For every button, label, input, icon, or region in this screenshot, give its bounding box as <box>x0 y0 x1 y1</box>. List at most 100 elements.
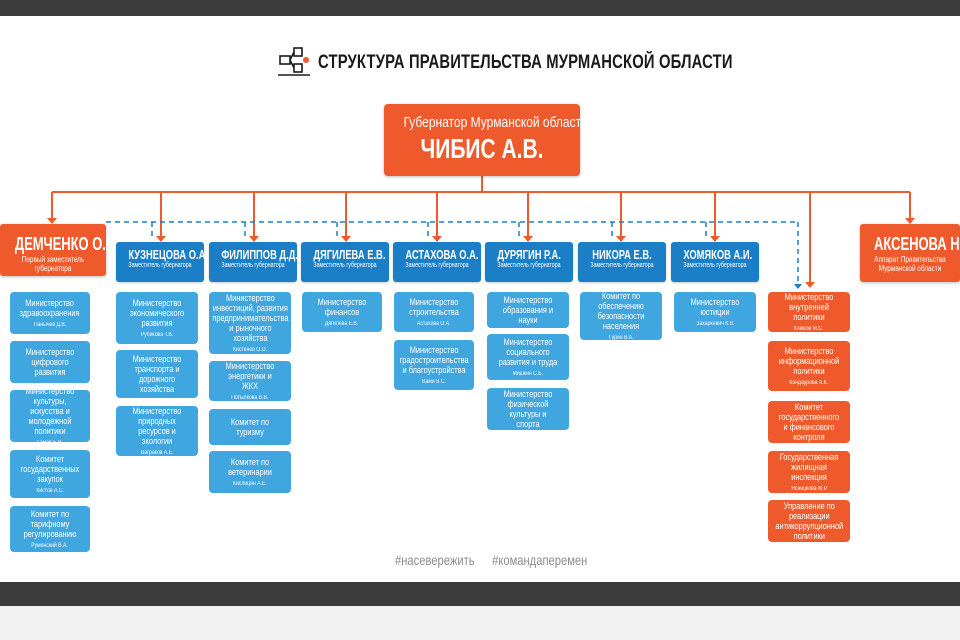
governor-box: Губернатор Мурманской области ЧИБИС А.В. <box>384 104 588 176</box>
unit-head: Вами В.С. <box>422 378 446 385</box>
deputy-name: ХОМЯКОВ А.И. <box>683 247 753 262</box>
hashtag: #насевережить <box>395 552 475 568</box>
unit-box: Министерство социального развития и труд… <box>487 334 569 380</box>
apparatus-head-box: АКСЕНОВА Н.А. Аппарат Правительства Мурм… <box>860 224 960 282</box>
unit-head: Кондаурова А.К. <box>789 379 829 386</box>
deputy-name: НИКОРА Е.В. <box>592 247 652 262</box>
unit-title: Министерство физической культуры и спорт… <box>503 389 553 429</box>
deputy-box: АСТАХОВА О.А. Заместитель губернатора <box>393 242 481 282</box>
unit-title: Министерство цифрового развития <box>25 347 75 377</box>
unit-head: Мишкин С.Б. <box>512 370 544 377</box>
deputy-box: ФИЛИППОВ Д.Д. Заместитель губернатора <box>209 242 298 282</box>
unit-head: Руменский В.А. <box>31 542 69 549</box>
unit-box: Комитет государственных закупок Кистов А… <box>10 450 90 498</box>
deputy-position: Заместитель губернатора <box>128 262 192 269</box>
unit-title: Комитет по туризму <box>230 417 270 437</box>
unit-box: Министерство образования и науки <box>487 292 569 328</box>
unit-box: Комитет государственного и финансового к… <box>768 401 850 443</box>
page-title: СТРУКТУРА ПРАВИТЕЛЬСТВА МУРМАНСКОЙ ОБЛАС… <box>318 52 733 73</box>
unit-head: Клюков М.С. <box>794 325 824 332</box>
deputy-box: НИКОРА Е.В. Заместитель губернатора <box>578 242 666 282</box>
hashtags: #насевережить #командаперемен <box>395 552 602 568</box>
unit-box: Министерство культуры, искусства и молод… <box>10 386 90 446</box>
unit-box: Министерство энергетики и ЖКХ Потылкова … <box>209 361 291 401</box>
deputy-position: Заместитель губернатора <box>221 262 285 269</box>
deputy-position: Заместитель губернатора <box>313 262 377 269</box>
unit-box: Комитет по туризму <box>209 409 291 445</box>
first-deputy-name: ДЕМЧЕНКО О.Н. <box>14 234 119 254</box>
unit-head: Кислицин А.Е. <box>233 480 267 487</box>
unit-title: Министерство градостроительства и благоу… <box>399 344 469 375</box>
emblem-icon <box>278 47 310 76</box>
deputy-name: КУЗНЕЦОВА О.А. <box>128 247 208 262</box>
unit-box: Министерство физической культуры и спорт… <box>487 388 569 430</box>
unit-title: Министерство юстиции <box>690 296 740 317</box>
top-frame-bar <box>0 0 960 16</box>
unit-box: Министерство природных ресурсов и эколог… <box>116 406 198 456</box>
hashtag: #командаперемен <box>492 552 588 568</box>
unit-head: Кистов А.С. <box>36 487 64 494</box>
unit-box: Министерство экономического развития Руп… <box>116 292 198 344</box>
unit-box: Комитет по ветеринарии Кислицин А.Е. <box>209 451 291 493</box>
unit-head: Потылкова В.В. <box>231 394 269 401</box>
unit-box: Министерство инвестиций, развития предпр… <box>209 292 291 354</box>
unit-box: Министерство здравоохранения Панычев Д.В… <box>10 292 90 334</box>
unit-title: Комитет государственных закупок <box>20 453 80 484</box>
unit-box: Министерство финансов Дягилева Е.В. <box>302 292 382 332</box>
unit-title: Министерство здравоохранения <box>20 297 80 318</box>
unit-box: Министерство цифрового развития <box>10 341 90 383</box>
unit-title: Министерство внутренней политики <box>784 291 834 322</box>
deputy-name: ДУРЯГИН Р.А. <box>497 247 561 262</box>
bottom-strip <box>0 606 960 640</box>
unit-title: Министерство транспорта и дорожного хозя… <box>132 354 182 394</box>
unit-title: Министерство финансов <box>317 296 367 317</box>
unit-title: Комитет государственного и финансового к… <box>778 402 840 442</box>
deputy-box: ДЯГИЛЕВА Е.В. Заместитель губернатора <box>301 242 389 282</box>
unit-title: Управление по реализации антикоррупционн… <box>775 501 843 541</box>
first-deputy-position: Первый заместитель губернатора <box>21 255 85 273</box>
unit-title: Министерство экономического развития <box>129 297 185 328</box>
unit-title: Министерство социального развития и труд… <box>498 336 558 367</box>
unit-title: Комитет по обеспечению безопасности насе… <box>597 290 645 331</box>
deputy-name: ФИЛИППОВ Д.Д. <box>221 247 298 262</box>
governor-title: Губернатор Мурманской области <box>403 114 588 131</box>
unit-head: Кистенев О.О. <box>232 346 268 353</box>
unit-title: Комитет по ветеринарии <box>228 456 272 477</box>
unit-head: Захаркевич К.В. <box>695 320 735 327</box>
unit-box: Управление по реализации антикоррупционн… <box>768 500 850 542</box>
unit-head: Дягилева Е.В. <box>325 320 359 327</box>
unit-head: Ваграков А.Е. <box>140 449 174 456</box>
deputy-box: ДУРЯГИН Р.А. Заместитель губернатора <box>485 242 573 282</box>
deputy-position: Заместитель губернатора <box>405 262 469 269</box>
deputy-name: ДЯГИЛЕВА Е.В. <box>313 247 386 262</box>
deputy-box: ХОМЯКОВ А.И. Заместитель губернатора <box>671 242 759 282</box>
unit-title: Министерство строительства <box>409 296 459 317</box>
deputy-position: Заместитель губернатора <box>497 262 561 269</box>
apparatus-head-position: Аппарат Правительства Мурманской области <box>874 255 946 273</box>
apparatus-head-name: АКСЕНОВА Н.А. <box>874 234 960 254</box>
deputy-position: Заместитель губернатора <box>590 262 654 269</box>
unit-box: Министерство градостроительства и благоу… <box>394 340 474 390</box>
unit-title: Министерство образования и науки <box>502 295 554 325</box>
unit-box: Министерство юстиции Захаркевич К.В. <box>674 292 756 332</box>
unit-head: Гамов Е.В. <box>37 439 63 446</box>
unit-title: Министерство энергетики и ЖКХ <box>225 360 275 391</box>
unit-title: Министерство природных ресурсов и эколог… <box>132 405 182 446</box>
unit-head: Рупикова Т.В. <box>140 331 174 338</box>
deputy-position: Заместитель губернатора <box>683 262 747 269</box>
unit-head: Гурин В.А. <box>608 334 634 341</box>
deputy-name: АСТАХОВА О.А. <box>405 247 479 262</box>
unit-box: Государственная жилищная инспекция Ясниц… <box>768 451 850 493</box>
unit-box: Министерство информационной политики Кон… <box>768 341 850 391</box>
unit-box: Министерство транспорта и дорожного хозя… <box>116 350 198 398</box>
unit-title: Государственная жилищная инспекция <box>779 451 839 482</box>
unit-box: Комитет по тарифному регулированию Румен… <box>10 506 90 552</box>
unit-title: Министерство культуры, искусства и молод… <box>25 385 75 436</box>
deputy-box: КУЗНЕЦОВА О.А. Заместитель губернатора <box>116 242 208 282</box>
unit-box: Министерство внутренней политики Клюков … <box>768 292 850 332</box>
unit-box: Комитет по обеспечению безопасности насе… <box>580 290 662 341</box>
unit-title: Комитет по тарифному регулированию <box>23 508 77 539</box>
unit-head: Панычев Д.В. <box>33 321 67 328</box>
unit-title: Министерство информационной политики <box>778 345 840 376</box>
first-deputy-box: ДЕМЧЕНКО О.Н. Первый заместитель губерна… <box>0 224 119 276</box>
